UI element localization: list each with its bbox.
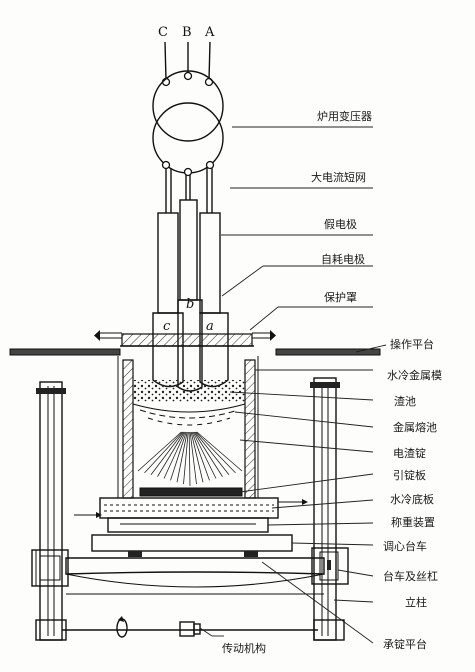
electrode-label-c: c: [163, 319, 171, 334]
label-platform: 操作平台: [390, 337, 434, 351]
callout-labels: 炉用变压器 大电流短网 假电极 自耗电极 保护罩 操作平台 水冷金属模 渣池 金…: [222, 109, 442, 655]
label-platform-base: 承锭平台: [383, 637, 427, 651]
label-metal-pool: 金属熔池: [393, 420, 437, 434]
label-mold: 水冷金属模: [387, 368, 442, 382]
short-network: [165, 168, 213, 213]
label-column: 立柱: [405, 595, 427, 609]
label-dummy-electrode: 假电极: [324, 217, 357, 231]
water-cooled-mold: [117, 356, 259, 499]
transformer-symbol: [152, 70, 224, 177]
label-hood: 保护罩: [324, 290, 357, 304]
label-starter-plate: 引锭板: [393, 468, 426, 482]
label-slag-pool: 渣池: [394, 394, 416, 408]
leader-lines: [199, 126, 387, 644]
label-transformer: 炉用变压器: [317, 109, 372, 123]
phase-input-lines: [161, 41, 214, 87]
label-baseplate: 水冷底板: [390, 492, 434, 506]
phase-label-a: A: [204, 25, 215, 40]
starter-plate: [139, 487, 243, 497]
label-car-screw: 台车及丝杠: [383, 569, 438, 583]
metal-pool: [132, 403, 246, 426]
label-short-net: 大电流短网: [311, 170, 366, 184]
label-consumable-electrode: 自耗电极: [321, 252, 365, 266]
centering-car: [91, 534, 293, 557]
label-drive: 传动机构: [222, 641, 266, 655]
electrode-label-b: b: [186, 297, 194, 312]
label-ingot: 电渣锭: [393, 446, 426, 460]
protective-hood: [94, 330, 276, 347]
operating-platform: [9, 348, 381, 356]
column-left: [31, 381, 69, 641]
phase-label-c: C: [158, 25, 168, 40]
car-and-screw: [65, 557, 325, 595]
phase-label-b: B: [182, 25, 192, 40]
slag-pool: [133, 380, 245, 402]
weighing-device: [107, 517, 269, 533]
label-weighing: 称重装置: [391, 515, 435, 529]
column-right: [310, 377, 349, 641]
esr-ingot: [137, 431, 243, 487]
electrode-label-a: a: [206, 319, 214, 334]
label-centering-car: 调心台车: [383, 539, 427, 553]
drive-mechanism: [62, 616, 318, 638]
